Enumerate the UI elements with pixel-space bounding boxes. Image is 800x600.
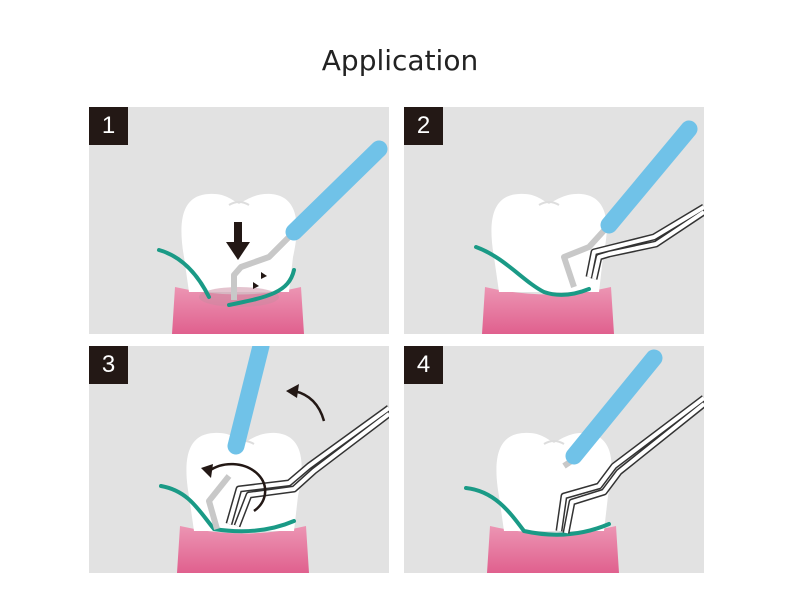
instrument-handle (285, 140, 388, 241)
packing-instrument-tip (561, 222, 612, 288)
gum (177, 526, 309, 573)
instrument-handle (600, 120, 698, 234)
step-illustration (464, 349, 704, 573)
page-title: Application (321, 44, 479, 77)
down-arrow-icon (226, 222, 250, 260)
gum (487, 526, 619, 573)
gum (482, 287, 614, 334)
instrument-handle (565, 349, 663, 465)
step-number: 3 (89, 346, 128, 384)
step-illustration (157, 140, 388, 334)
curved-arrow-icon (293, 389, 326, 422)
retraction-cord (464, 486, 611, 537)
step-illustration (474, 120, 704, 334)
step-2-panel: 2 (404, 107, 704, 334)
step-illustration (159, 346, 389, 573)
rotate-arrow-icon (208, 462, 267, 513)
retraction-cord (157, 248, 296, 307)
step-3-panel: 3 (89, 346, 389, 573)
retraction-cord (474, 245, 591, 297)
step-1-panel: 1 (89, 107, 389, 334)
tooth (491, 193, 607, 292)
instrument-handle (227, 346, 270, 455)
tooth (186, 432, 302, 531)
direction-triangle-icon (253, 282, 259, 289)
packing-instrument-tip (231, 229, 297, 300)
step-number: 4 (404, 346, 443, 384)
step-4-panel: 4 (404, 346, 704, 573)
step-number: 2 (404, 107, 443, 145)
step-number: 1 (89, 107, 128, 145)
direction-triangle-icon (261, 272, 267, 279)
packing-instrument-tip (206, 474, 232, 530)
